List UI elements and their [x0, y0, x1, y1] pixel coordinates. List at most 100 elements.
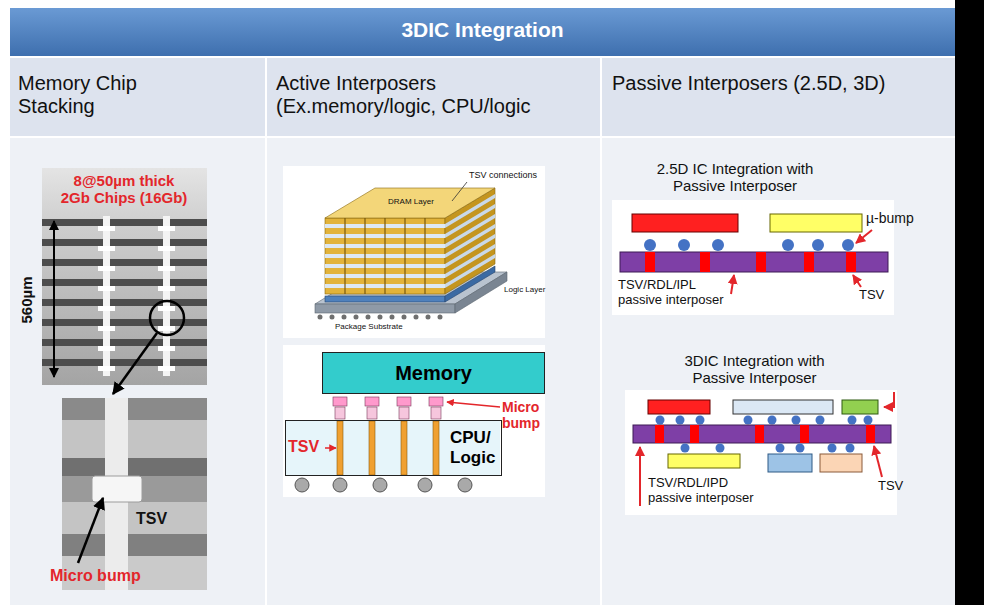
micro-bump: [429, 397, 443, 406]
part-label: TSV connections: [469, 170, 537, 180]
column-header: Active Interposers (Ex.memory/logic, CPU…: [276, 72, 596, 118]
logic-front: [325, 296, 445, 302]
leader-arrow: [874, 446, 882, 477]
sem-band: [62, 458, 207, 476]
passive-interposer: [633, 425, 891, 443]
leader-arrow: [731, 275, 734, 294]
tsv: [645, 252, 655, 272]
chip: [733, 400, 833, 414]
substrate-front: [315, 304, 455, 313]
solder-ball: [418, 478, 432, 492]
bump-pad: [399, 407, 409, 419]
micro-bump: [812, 239, 824, 251]
micro-bump: [696, 416, 705, 425]
column-header: Memory Chip Stacking: [18, 72, 168, 118]
micro-bump: [864, 416, 873, 425]
solder-ball: [373, 478, 387, 492]
solder-ball: [333, 478, 347, 492]
dimension-label: 560µm: [18, 276, 35, 323]
tsv: [800, 425, 809, 443]
tsv-column: [103, 216, 110, 376]
sem-band: [62, 420, 207, 458]
part-label: TSV/RDL/IPL passive interposer: [618, 278, 730, 308]
leader-arrow: [78, 498, 103, 563]
zoom-circle: [150, 301, 184, 335]
part-label: TSV: [288, 438, 319, 456]
tsv-bumps: [158, 226, 175, 371]
micro-bump: [842, 239, 854, 251]
tsv-bar: [401, 421, 407, 475]
micro-bump: [846, 444, 855, 453]
stack-3d-figure: [315, 182, 507, 317]
bump-pad: [335, 407, 345, 419]
sem-band: [62, 398, 207, 420]
micro-bump: [365, 397, 379, 406]
micro-bump: [816, 416, 825, 425]
micro-bump: [776, 444, 785, 453]
sem-band: [62, 476, 207, 502]
logic-fill: [285, 420, 500, 476]
chip-label: CPU/ Logic: [450, 428, 497, 467]
chip: [842, 400, 878, 414]
dimension-arrow: [53, 221, 55, 377]
chip-note: 8@50µm thick 2Gb Chips (16Gb): [57, 172, 191, 207]
header-row: [10, 58, 955, 136]
chip: [770, 214, 862, 232]
active-interposer-figure: [285, 397, 500, 492]
column-header: Passive Interposers (2.5D, 3D): [612, 72, 952, 95]
dram-top: [325, 188, 495, 218]
passive-interposer: [620, 252, 888, 272]
layer-label: Package Substrate: [335, 322, 403, 331]
chip-layer: [42, 259, 207, 266]
solder-ball: [295, 478, 309, 492]
picture-ground: [283, 345, 545, 497]
part-label: Micro bump: [50, 567, 141, 585]
chip-box: Memory: [322, 352, 545, 394]
micro-bump: [678, 239, 690, 251]
chip-layer: [42, 239, 207, 246]
chip-layer: [42, 359, 207, 366]
figure-title: 2.5D IC Integration with Passive Interpo…: [635, 160, 835, 195]
sem-band: [62, 502, 207, 534]
micro-bump: [782, 239, 794, 251]
layer-label: DRAM Layer: [388, 197, 434, 206]
part-label: µ-bump: [866, 210, 914, 226]
leader-arrow: [639, 447, 641, 506]
zoom-arrow: [113, 333, 157, 394]
tsv: [755, 425, 764, 443]
sem-ground: [42, 168, 207, 385]
micro-bump: [681, 444, 690, 453]
chip-layer: [42, 339, 207, 346]
micro-bump: [333, 397, 347, 406]
leader-arrow: [447, 402, 500, 407]
picture-ground: [612, 200, 894, 315]
title-bar: [10, 8, 955, 56]
chip-label: Memory: [395, 362, 472, 385]
part-label: TSV/RDL/IPD passive interposer: [648, 476, 760, 506]
tsv-column: [163, 216, 170, 376]
tsv: [756, 252, 766, 272]
leader-line: [452, 182, 467, 201]
picture-ground: [283, 166, 545, 338]
tsv: [866, 425, 875, 443]
chip: [668, 454, 740, 468]
micro-bump: [792, 416, 801, 425]
tsv-bar: [433, 421, 439, 475]
micro-bump: [744, 416, 753, 425]
leader-arrow: [884, 392, 894, 407]
tsv: [804, 252, 814, 272]
leader-arrow: [856, 230, 872, 243]
picture-ground: [625, 390, 897, 515]
micro-bump: [644, 239, 656, 251]
tsv-bumps: [98, 226, 115, 371]
micro-bump: [796, 444, 805, 453]
tsv: [846, 252, 856, 272]
chip-box: CPU/ Logic: [285, 420, 502, 476]
chip-layer: [42, 219, 207, 226]
black-margin: [955, 0, 984, 605]
micro-bump: [848, 416, 857, 425]
bump-pad: [367, 407, 377, 419]
tsv: [655, 425, 664, 443]
part-label: Micro bump: [502, 399, 546, 431]
leader-arrow: [325, 447, 336, 449]
